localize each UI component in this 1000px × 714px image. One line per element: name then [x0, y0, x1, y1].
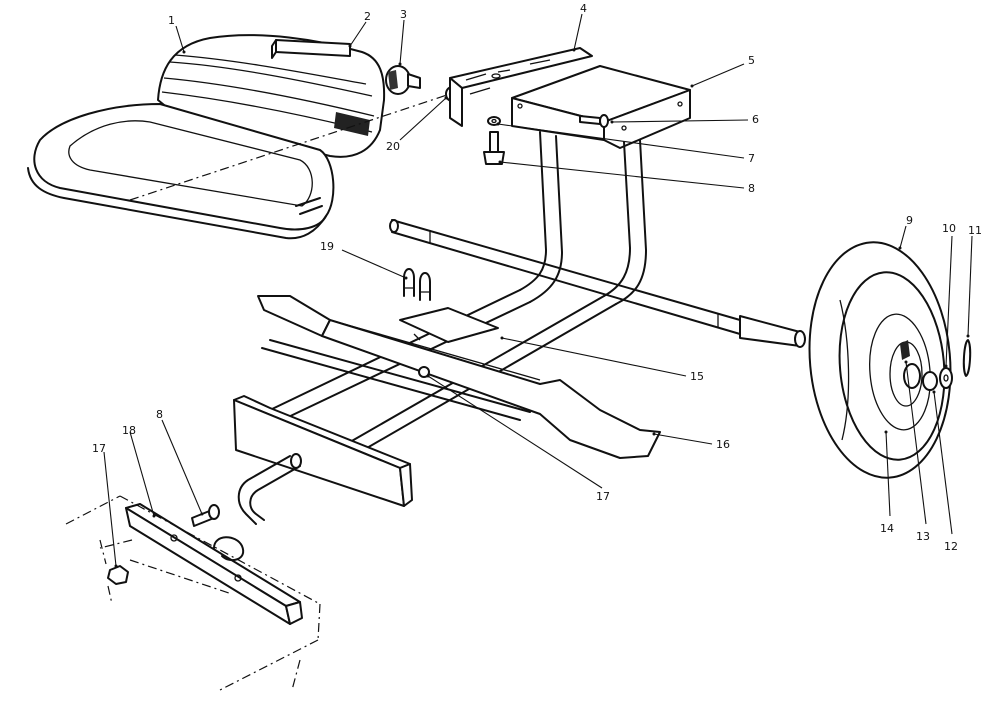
seat-mount-box	[511, 65, 691, 149]
seat-knob	[385, 65, 421, 95]
bolt-6	[579, 114, 609, 128]
wheel	[808, 241, 952, 479]
spacer-12	[922, 371, 938, 391]
callout-7: 7	[748, 152, 755, 165]
callout-8-lower: 8	[156, 408, 163, 421]
callout-4: 4	[580, 2, 587, 15]
callout-6: 6	[752, 113, 759, 126]
callout-13: 13	[916, 530, 930, 543]
tray	[257, 295, 661, 459]
bolt-8	[483, 131, 505, 165]
seat-bracket	[449, 47, 593, 127]
assembly-line	[129, 93, 451, 201]
u-bolt	[403, 268, 431, 301]
callout-11: 11	[968, 224, 982, 237]
hitch-arm	[237, 453, 302, 525]
callout-labels: 1 2 3 4 5 6 7 8 8 9 10 11 12 13 14 15 16…	[92, 2, 982, 553]
callout-3: 3	[400, 8, 407, 21]
bolt-8-lower	[191, 504, 220, 527]
callout-1: 1	[168, 14, 175, 27]
washer-10	[939, 367, 953, 389]
callout-9: 9	[906, 214, 913, 227]
callout-16: 16	[716, 438, 730, 451]
cotter-pin-11	[962, 339, 972, 377]
callout-20: 20	[386, 140, 400, 153]
frame-plate	[399, 307, 499, 343]
callout-18: 18	[122, 424, 136, 437]
callout-17-center: 17	[596, 490, 610, 503]
callout-15: 15	[690, 370, 704, 383]
fastener-17	[418, 366, 430, 378]
callout-8-upper: 8	[748, 182, 755, 195]
callout-12: 12	[944, 540, 958, 553]
seat	[27, 34, 386, 240]
seat-spring-plate	[271, 39, 351, 59]
nut-17-lower	[107, 565, 129, 585]
tractor-outline	[65, 495, 321, 691]
callout-17-lower: 17	[92, 442, 106, 455]
front-channel	[233, 395, 413, 507]
callout-10: 10	[942, 222, 956, 235]
leader-lines	[103, 13, 973, 568]
callout-5: 5	[748, 54, 755, 67]
callout-14: 14	[880, 522, 894, 535]
hitch-bracket	[125, 503, 303, 625]
callout-2: 2	[364, 10, 371, 23]
callout-19: 19	[320, 240, 334, 253]
washer-7	[487, 116, 501, 126]
